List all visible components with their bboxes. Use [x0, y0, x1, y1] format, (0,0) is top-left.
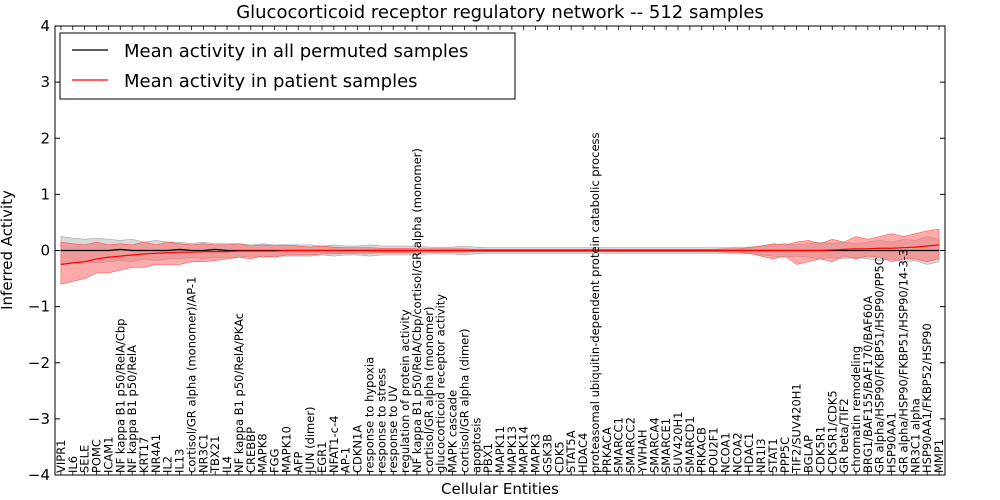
- x-category-label: CDK5R1: [813, 426, 827, 473]
- x-category-label: PBX1: [481, 443, 495, 473]
- x-category-label: NCOA2: [730, 432, 744, 473]
- x-category-label: MAPK11: [493, 426, 507, 473]
- x-category-label: BRG1/BAF155/BAF170/BAF60A: [861, 296, 875, 473]
- x-category-label: PRKACA: [600, 427, 614, 473]
- x-category-label: ICAM1: [101, 436, 115, 473]
- legend-label-permuted: Mean activity in all permuted samples: [124, 41, 468, 62]
- x-category-label: FGG: [268, 449, 282, 473]
- plot-series-group: [55, 228, 945, 285]
- x-category-label: EGR1: [315, 442, 329, 474]
- y-axis-label: Inferred Activity: [0, 190, 16, 310]
- x-category-label: SMARCA4: [647, 417, 661, 473]
- x-category-label: MAPK14: [517, 426, 531, 473]
- x-category-label: TIF2/SUV420H1: [790, 383, 804, 474]
- x-category-label: STAT5A: [564, 430, 578, 473]
- x-category-label: GR alpha/HSP90/FKBP51/HSP90/PP5C: [873, 257, 887, 473]
- y-tick-label: 1: [40, 185, 50, 203]
- y-tick-label: −2: [28, 354, 50, 372]
- x-category-label: glucocorticoid receptor activity: [434, 294, 448, 473]
- plot-area: [55, 228, 945, 285]
- legend: Mean activity in all permuted samples Me…: [59, 32, 516, 100]
- x-category-label: HDAC1: [742, 433, 756, 473]
- legend-box: [59, 32, 516, 100]
- y-axis: −4 −3 −2 −1 0 1 2 3 4: [28, 17, 945, 484]
- x-category-label: SELE: [78, 445, 92, 473]
- x-category-label: NR1I3: [754, 438, 768, 473]
- x-category-label: cortisol/GR alpha (dimer): [457, 329, 471, 473]
- legend-label-patient: Mean activity in patient samples: [124, 71, 418, 92]
- x-category-label: JUN (dimer): [303, 406, 317, 474]
- x-category-label: GR beta/TIF2: [837, 398, 851, 473]
- x-category-label: STAT1: [766, 438, 780, 473]
- x-category-label: apoptosis: [469, 418, 483, 473]
- x-category-label: MAPK3: [529, 433, 543, 473]
- x-category-label: IL2: [161, 456, 175, 473]
- y-tick-label: 3: [40, 73, 50, 91]
- x-category-label: NFAT1-c-4: [327, 416, 341, 473]
- x-axis-label: Cellular Entities: [441, 480, 559, 498]
- x-category-label: MAPK10: [279, 426, 293, 473]
- patient-mean-line: [60, 244, 940, 266]
- x-category-label: MAPK8: [256, 433, 270, 473]
- x-category-label: NR3C1 alpha: [908, 398, 922, 473]
- x-category-label: SMARCC1: [612, 417, 626, 473]
- x-category-label: response to stress: [374, 368, 388, 473]
- x-category-label: CDK5R1/CDK5: [825, 390, 839, 473]
- chart-title: Glucocorticoid receptor regulatory netwo…: [236, 2, 764, 23]
- y-tick-label: −4: [28, 466, 50, 484]
- x-category-label: PRKACB: [695, 427, 709, 473]
- x-category-label: SUV420H1: [671, 412, 685, 474]
- y-tick-label: −1: [28, 298, 50, 316]
- x-category-label: SMARCD1: [683, 416, 697, 473]
- x-category-label: IL6: [66, 456, 80, 473]
- x-category-label: KRT17: [137, 437, 151, 473]
- x-category-label: HDAC4: [576, 433, 590, 473]
- x-category-label: NR4A1: [149, 434, 163, 473]
- x-category-label: GR alpha/HSP90/FKBP51/HSP90/14-3-3: [896, 249, 910, 473]
- x-category-label: POMC: [90, 439, 104, 473]
- patient-band: [60, 228, 940, 285]
- x-category-label: NF kappa B1 p50/RelA/Cbp: [113, 319, 127, 473]
- x-category-label: NF kappa B1 p50/RelA/PKAc: [232, 313, 246, 473]
- x-category-label: NF kappa B1 p50/RelA: [125, 345, 139, 473]
- y-tick-label: 2: [40, 129, 50, 147]
- x-category-label: YWHAH: [635, 429, 649, 474]
- x-category-label: SMARCE1: [659, 418, 673, 473]
- x-category-label: TBX21: [208, 436, 222, 474]
- x-category-label: HSP90AA1/FKBP52/HSP90: [920, 323, 934, 473]
- x-category-label: CDK5: [552, 441, 566, 473]
- x-category-label: IL4: [220, 456, 234, 473]
- y-tick-label: 4: [40, 17, 50, 35]
- x-category-label: response to hypoxia: [362, 357, 376, 473]
- x-category-label: HSP90AA1: [885, 412, 899, 473]
- x-category-label: MAPK13: [505, 426, 519, 473]
- x-category-label: GSK3B: [540, 434, 554, 473]
- x-category-label: cortisol/GR alpha (monomer)/AP-1: [184, 277, 198, 473]
- x-category-label: POU2F1: [707, 427, 721, 473]
- x-category-label: SMARCC2: [624, 417, 638, 473]
- x-category-label: VIPR1: [54, 439, 68, 473]
- x-category-label: NF kappa B1 p50/RelA/Cbp/cortisol/GR alp…: [410, 148, 424, 473]
- x-category-label: MAPK cascade: [446, 390, 460, 473]
- x-category-label: CREBBP: [244, 427, 258, 473]
- x-category-label: MMP1: [932, 439, 946, 473]
- y-tick-label: 0: [40, 242, 50, 260]
- x-category-label: BGLAP: [802, 435, 816, 473]
- x-category-label: cortisol/GR alpha (monomer): [422, 306, 436, 473]
- x-category-label: chromatin remodeling: [849, 346, 863, 473]
- x-category-label: response to UV: [386, 385, 400, 473]
- x-category-label: regulation of protein activity: [398, 309, 412, 473]
- x-category-label: PPP5C: [778, 437, 792, 473]
- x-category-label: AP-1: [339, 447, 353, 473]
- x-category-label: NR3C1: [196, 434, 210, 473]
- x-category-label: proteasomal ubiquitin-dependent protein …: [588, 132, 602, 473]
- x-category-label: IL13: [173, 449, 187, 473]
- x-category-label: CDKN1A: [351, 425, 365, 473]
- y-tick-label: −3: [28, 410, 50, 428]
- x-category-label: AFP: [291, 452, 305, 473]
- x-category-label: NCOA1: [718, 432, 732, 473]
